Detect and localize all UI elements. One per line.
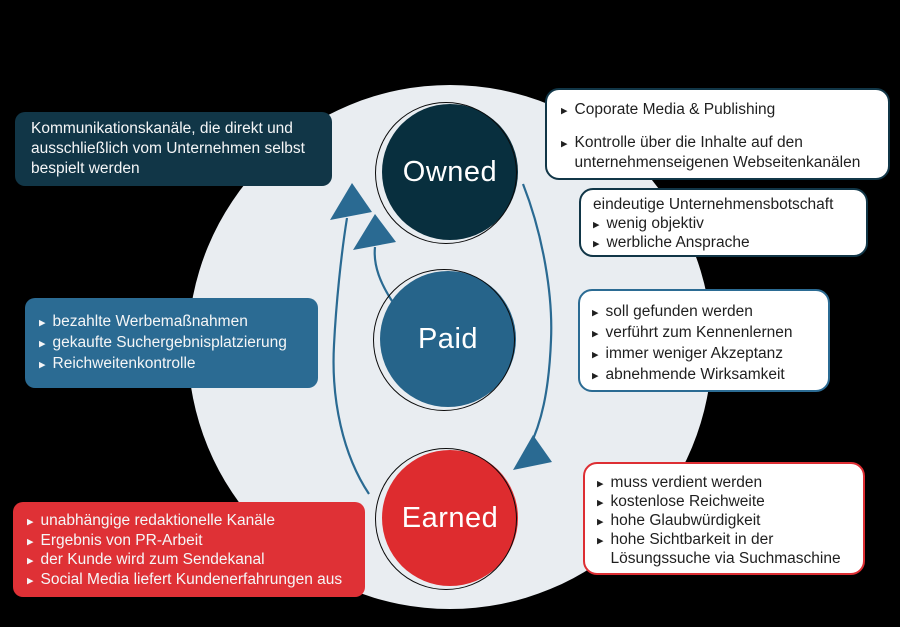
list-item-text: unabhängige redaktionelle Kanäle — [40, 512, 275, 529]
bullet-triangle-icon: ▸ — [27, 572, 34, 587]
list-item: ▸ soll gefunden werden — [592, 301, 816, 322]
callout-owned-features: ▸ Coporate Media & Publishing ▸ Kontrolle … — [545, 88, 890, 180]
list-item: ▸ kostenlose Reichweite — [597, 492, 851, 511]
list-item-text: Coporate Media & Publishing — [574, 101, 776, 118]
list-item: ▸ bezahlte Werbemaßnahmen — [39, 311, 304, 332]
bullet-triangle-icon: ▸ — [597, 513, 604, 529]
list-item-text: Ergebnis von PR-Arbeit — [40, 531, 203, 549]
bullet-triangle-icon: ▸ — [593, 235, 600, 251]
bullet-triangle-icon: ▸ — [597, 475, 604, 491]
list-item-text: bezahlte Werbemaßnahmen — [52, 313, 248, 330]
list-item-text: Social Media liefert Kundenerfahrungen a… — [40, 570, 343, 588]
list-item: ▸ Social Media liefert Kundenerfahrungen … — [27, 570, 351, 590]
list-item: ▸ Coporate Media & Publishing — [561, 100, 874, 120]
owned-message-heading: eindeutige Unternehmensbotschaft — [593, 196, 834, 213]
node-owned-outline-ring — [375, 102, 517, 244]
list-item: ▸ verführt zum Kennenlernen — [592, 322, 816, 343]
list-item: ▸ werbliche Ansprache — [593, 233, 854, 252]
bullet-triangle-icon: ▸ — [592, 325, 599, 341]
list-item-text: wenig objektiv — [606, 215, 704, 232]
callout-earned-description: ▸ unabhängige redaktionelle Kanäle ▸ Ergeb… — [13, 502, 365, 597]
node-owned: Owned — [375, 102, 518, 244]
list-item-text: verführt zum Kennenlernen — [605, 324, 793, 341]
list-item-text: abnehmende Wirksamkeit — [605, 366, 785, 383]
list-item: ▸ Ergebnis von PR-Arbeit — [27, 531, 351, 551]
owned-message-list: ▸ wenig objektiv ▸ werbliche Ansprache — [593, 214, 854, 252]
node-earned-label: Earned — [401, 501, 499, 534]
node-paid: Paid — [373, 269, 516, 411]
node-earned: Earned — [375, 448, 518, 590]
paid-features-list: ▸ soll gefunden werden ▸ verführt zum Kenn… — [592, 301, 816, 385]
node-owned-label: Owned — [402, 155, 498, 188]
list-item: ▸ hohe Glaubwürdigkeit — [597, 511, 851, 530]
list-item-text: Kontrolle über die Inhalte auf den unter… — [574, 134, 861, 171]
owned-description-text: Kommunikationskanäle, die direkt und aus… — [31, 119, 305, 178]
list-item: ▸ Kontrolle über die Inhalte auf den unte… — [561, 133, 874, 173]
callout-owned-description: Kommunikationskanäle, die direkt und aus… — [15, 112, 332, 186]
list-item: ▸ abnehmende Wirksamkeit — [592, 364, 816, 385]
node-paid-outline-ring — [373, 269, 515, 411]
list-item-text: Reichweitenkontrolle — [52, 355, 196, 372]
list-item-text: werbliche Ansprache — [606, 234, 750, 251]
list-item: ▸ gekaufte Suchergebnisplatzierung — [39, 332, 304, 353]
bullet-triangle-icon: ▸ — [592, 304, 599, 320]
callout-paid-description: ▸ bezahlte Werbemaßnahmen ▸ gekaufte Suche… — [25, 298, 318, 388]
bullet-triangle-icon: ▸ — [597, 494, 604, 510]
list-item: ▸ muss verdient werden — [597, 473, 851, 492]
bullet-triangle-icon: ▸ — [561, 135, 568, 151]
bullet-triangle-icon: ▸ — [39, 356, 46, 372]
owned-features-list: ▸ Coporate Media & Publishing ▸ Kontrolle … — [561, 100, 874, 173]
bullet-triangle-icon: ▸ — [592, 367, 599, 383]
bullet-triangle-icon: ▸ — [27, 513, 34, 529]
list-item-text: der Kunde wird zum Sendekanal — [40, 551, 265, 568]
list-item-text: gekaufte Suchergebnisplatzierung — [52, 334, 287, 351]
callout-earned-features: ▸ muss verdient werden ▸ kostenlose Reichw… — [583, 462, 865, 575]
list-item-text: hohe Sichtbarkeit in der Lösungssuche vi… — [610, 531, 841, 567]
earned-description-list: ▸ unabhängige redaktionelle Kanäle ▸ Ergeb… — [27, 511, 351, 589]
bullet-triangle-icon: ▸ — [39, 314, 46, 330]
list-item: ▸ unabhängige redaktionelle Kanäle — [27, 511, 351, 531]
bullet-triangle-icon: ▸ — [27, 552, 34, 568]
list-item: ▸ der Kunde wird zum Sendekanal — [27, 550, 351, 570]
list-item-text: immer weniger Akzeptanz — [605, 345, 783, 362]
earned-features-list: ▸ muss verdient werden ▸ kostenlose Reichw… — [597, 473, 851, 568]
list-item: ▸ wenig objektiv — [593, 214, 854, 233]
bullet-triangle-icon: ▸ — [592, 346, 599, 362]
callout-owned-message: eindeutige Unternehmensbotschaft ▸ wenig … — [579, 188, 868, 257]
bullet-triangle-icon: ▸ — [39, 335, 46, 351]
list-item-text: soll gefunden werden — [605, 303, 753, 320]
paid-description-list: ▸ bezahlte Werbemaßnahmen ▸ gekaufte Suche… — [39, 311, 304, 374]
list-item-text: muss verdient werden — [610, 474, 763, 491]
node-paid-label: Paid — [417, 322, 479, 355]
bullet-triangle-icon: ▸ — [593, 216, 600, 232]
list-item-text: kostenlose Reichweite — [610, 493, 765, 510]
list-item: ▸ Reichweitenkontrolle — [39, 353, 304, 374]
node-earned-outline-ring — [375, 448, 517, 590]
list-item: ▸ immer weniger Akzeptanz — [592, 343, 816, 364]
list-item: ▸ hohe Sichtbarkeit in der Lösungssuche v… — [597, 530, 851, 568]
bullet-triangle-icon: ▸ — [561, 102, 568, 118]
callout-paid-features: ▸ soll gefunden werden ▸ verführt zum Kenn… — [578, 289, 830, 392]
bullet-triangle-icon: ▸ — [27, 533, 34, 548]
bullet-triangle-icon: ▸ — [597, 532, 604, 548]
list-item-text: hohe Glaubwürdigkeit — [610, 512, 761, 529]
